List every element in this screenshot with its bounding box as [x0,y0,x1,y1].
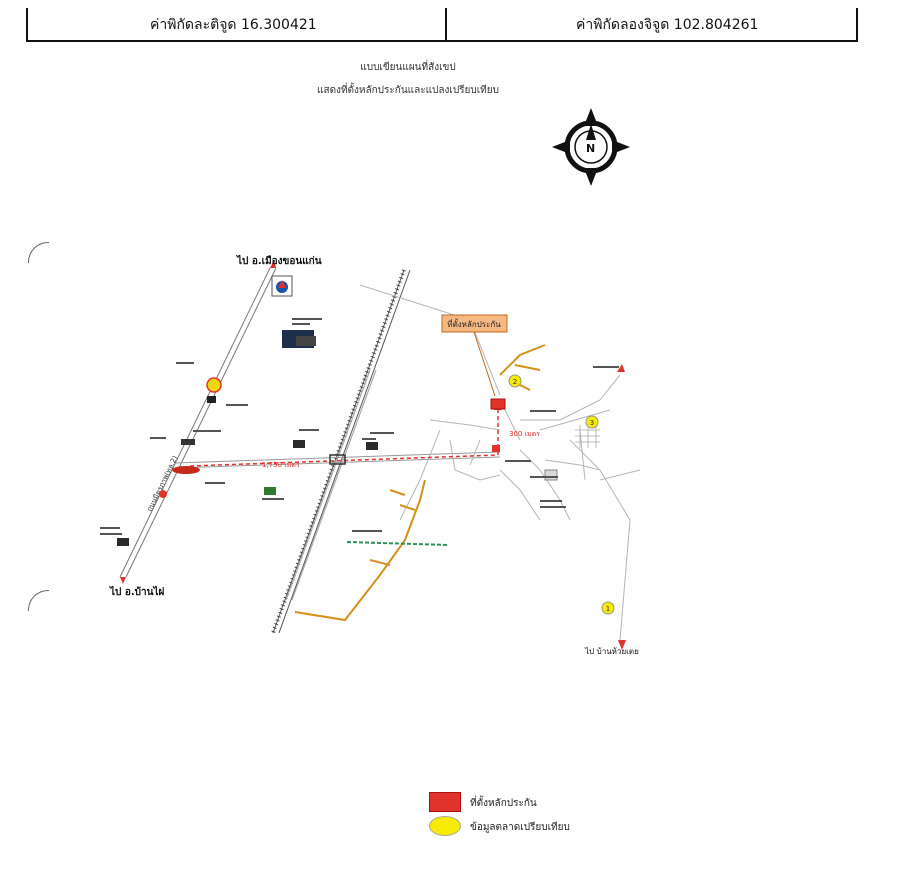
connecting-road [174,451,501,464]
green-canal [346,541,449,546]
latitude-text: ค่าพิกัดละติจูด 16.300421 [150,17,317,33]
collateral-callout: ที่ตั้งหลักประกัน [441,314,508,397]
arrow-north-icon [270,260,276,268]
secondary-road [285,369,371,601]
callout-text: ที่ตั้งหลักประกัน [447,318,501,329]
temple-icon [366,442,378,450]
landmark-dot-icon [159,490,167,498]
legend-collateral-swatch [429,792,461,812]
compass-icon: N [552,108,630,186]
car-icon [172,466,200,474]
park-icon [264,487,276,495]
orange-road [294,344,546,622]
pond-icon [544,469,558,481]
arrow-north-east-icon [617,364,625,372]
shell-station-icon [206,377,222,393]
legend-comparable-swatch [429,816,461,836]
minor-labels [100,318,619,535]
small-building-icon [207,396,216,403]
rail-crossing-icon [329,454,346,465]
arrow-south-icon [120,577,126,584]
road-name-label: ถนนมิตรภาพ(ทล.2) [146,454,180,513]
svg-text:1: 1 [606,605,610,613]
header-divider [445,8,447,40]
longitude-text: ค่าพิกัดลองจิจูด 102.804261 [576,17,759,33]
svg-text:3: 3 [590,419,594,427]
distance-label-1: 1,750 เมตร [262,461,300,469]
comparable-marker-1: 1 [601,601,615,615]
svg-text:2: 2 [513,378,517,386]
legend-comparable-label: ข้อมูลตลาดเปรียบเทียบ [470,822,570,833]
highway-mittraphap [119,267,277,578]
map-subtitle: แสดงที่ตั้งหลักประกันและแปลงเปรียบเทียบ [317,85,499,96]
label-to-ban-phai: ไป อ.บ้านไผ่ [109,585,164,598]
label-to-ban-huai-toei: ไป บ้านห้วยเตย [584,647,639,656]
village-temple-icon [492,445,500,452]
legend-collateral-label: ที่ตั้งหลักประกัน [470,798,537,809]
building-complex-icon [282,330,316,348]
village-grid [575,425,600,448]
comparable-marker-2: 2 [508,374,522,388]
shop-icon [117,538,129,546]
collateral-marker [490,398,506,410]
arrow-south-east-icon [618,640,626,650]
compass-north-label: N [586,142,595,155]
distance-label-2: 300 เมตร [509,430,540,438]
railway-line [271,269,411,634]
roadside-shop-icon [181,439,195,445]
label-to-khon-kaen: ไป อ.เมืองขอนแก่น [236,254,322,267]
gas-station-ptt-icon [271,275,293,297]
map-title: แบบเขียนแผนที่สังเขป [360,62,456,73]
comparable-marker-3: 3 [585,415,599,429]
coordinates-header: ค่าพิกัดละติจูด 16.300421 ค่าพิกัดลองจิจ… [26,8,858,42]
school-icon [293,440,305,448]
local-roads [359,284,641,641]
